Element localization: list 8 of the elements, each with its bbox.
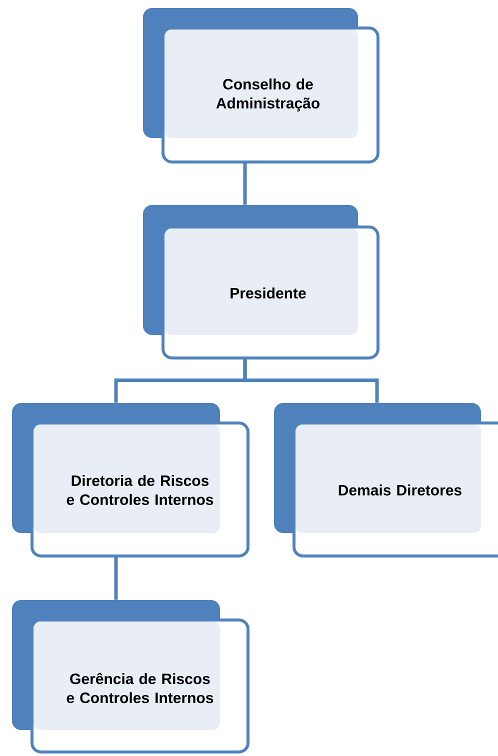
connector-line — [114, 556, 118, 600]
org-box: Presidente — [143, 205, 380, 360]
org-box: Demais Diretores — [274, 403, 498, 558]
org-box: Diretoria de Riscos e Controles Internos — [12, 403, 250, 558]
connector-line — [243, 358, 379, 403]
connector-line — [243, 162, 247, 205]
org-box: Conselho de Administração — [143, 8, 380, 164]
org-box: Gerência de Riscos e Controles Internos — [12, 600, 250, 754]
